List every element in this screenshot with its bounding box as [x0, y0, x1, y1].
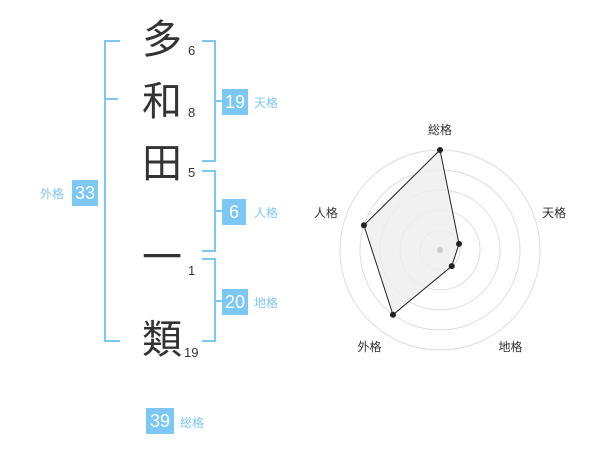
radar-axis-label-5: 人格 — [314, 205, 338, 220]
radar-axis-label-1: 総格 — [428, 122, 452, 137]
outer-bracket — [104, 40, 120, 342]
radar-point-4 — [389, 311, 396, 318]
jinkaku-value: 6 — [222, 199, 246, 225]
name-char-5: 類 — [142, 317, 182, 363]
stroke-count-4: 1 — [188, 263, 196, 278]
radar-axis-label-2: 天格 — [542, 205, 566, 220]
stroke-count-5: 19 — [184, 345, 199, 360]
gaikaku-label: 外格 — [40, 187, 65, 201]
radar-axis-label-3: 地格 — [499, 339, 523, 354]
radar-area — [363, 148, 460, 316]
chikaku-label: 地格 — [254, 296, 279, 310]
radar-center — [437, 247, 443, 253]
tenkaku-value: 19 — [222, 89, 248, 115]
radar-point-5 — [360, 222, 367, 229]
radar-point-1 — [437, 147, 443, 153]
soukaku-value: 39 — [146, 408, 174, 434]
tenkaku-label: 天格 — [254, 96, 279, 110]
tenkaku-connector — [214, 100, 222, 102]
stroke-count-2: 8 — [188, 105, 196, 120]
chikaku-value: 20 — [222, 289, 248, 315]
jinkaku-label: 人格 — [254, 206, 279, 220]
name-char-4: 一 — [142, 235, 182, 281]
stroke-count-3: 5 — [188, 165, 196, 180]
name-char-2: 和 — [142, 79, 182, 125]
outer-bracket-tick — [104, 98, 118, 100]
gaikaku-value: 33 — [72, 180, 98, 206]
chikaku-connector — [214, 300, 222, 302]
name-char-3: 田 — [142, 141, 182, 187]
radar-point-3 — [448, 263, 455, 270]
radar-point-2 — [456, 240, 463, 247]
stroke-count-1: 6 — [188, 43, 196, 58]
name-char-1: 多 — [142, 17, 182, 63]
jinkaku-connector — [214, 210, 222, 212]
soukaku-label: 総格 — [180, 416, 205, 430]
radar-axis-label-4: 外格 — [357, 339, 381, 354]
